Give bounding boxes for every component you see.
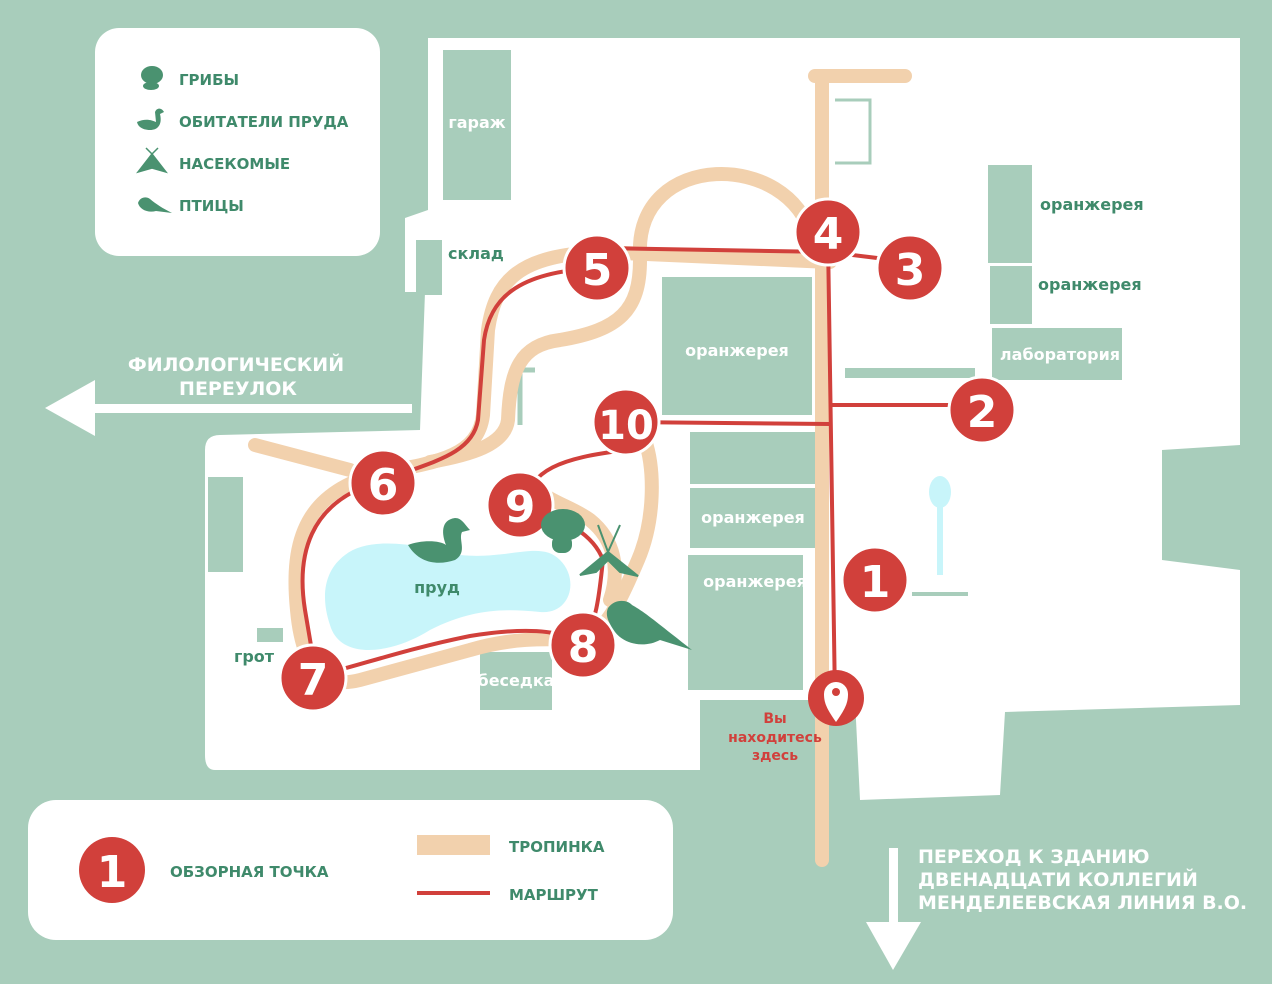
fountain — [912, 476, 968, 596]
bird-icon — [606, 600, 692, 650]
svg-text:3: 3 — [895, 245, 926, 296]
viewpoint-8[interactable]: 8 — [548, 610, 618, 680]
svg-text:ФИЛОЛОГИЧЕСКИЙ: ФИЛОЛОГИЧЕСКИЙ — [128, 353, 344, 376]
garage-building — [443, 50, 511, 200]
greenhouse-label: оранжерея — [701, 508, 805, 527]
svg-text:ПТИЦЫ: ПТИЦЫ — [179, 197, 244, 215]
svg-text:9: 9 — [505, 482, 536, 533]
legend-animals: ГРИБЫ ОБИТАТЕЛИ ПРУДА НАСЕКОМЫЕ ПТИЦЫ — [95, 28, 380, 256]
storage-label: склад — [448, 244, 504, 263]
greenhouse-label: оранжерея — [703, 572, 807, 591]
svg-text:МАРШРУТ: МАРШРУТ — [509, 886, 599, 904]
viewpoint-10[interactable]: 10 — [591, 387, 661, 457]
moth-icon — [579, 524, 639, 577]
svg-text:5: 5 — [582, 245, 613, 296]
duck-icon — [408, 518, 470, 563]
svg-text:8: 8 — [568, 622, 599, 673]
grotto-building — [257, 628, 283, 642]
pavilion-building — [480, 652, 552, 710]
greenhouse-building — [688, 555, 803, 690]
svg-text:ПЕРЕУЛОК: ПЕРЕУЛОК — [179, 378, 297, 400]
mushroom-icon — [141, 66, 163, 90]
greenhouse-building — [690, 432, 815, 484]
laboratory-label: лаборатория — [1000, 345, 1120, 364]
buildings — [208, 50, 1122, 710]
svg-text:ГРИБЫ: ГРИБЫ — [179, 71, 239, 89]
path-swatch — [417, 835, 490, 855]
svg-text:ОБИТАТЕЛИ ПРУДА: ОБИТАТЕЛИ ПРУДА — [179, 113, 349, 131]
svg-text:ТРОПИНКА: ТРОПИНКА — [509, 838, 605, 856]
small-structure — [835, 98, 872, 165]
greenhouse-building — [988, 165, 1032, 263]
grotto-label: грот — [234, 647, 275, 666]
svg-text:4: 4 — [813, 209, 844, 260]
west-exit: ФИЛОЛОГИЧЕСКИЙ ПЕРЕУЛОК — [45, 353, 412, 436]
storage-building — [416, 240, 442, 295]
south-exit: ПЕРЕХОД К ЗДАНИЮ ДВЕНАДЦАТИ КОЛЛЕГИЙ МЕН… — [866, 846, 1247, 970]
viewpoint-6[interactable]: 6 — [348, 448, 418, 518]
viewpoint-4[interactable]: 4 — [793, 197, 863, 267]
greenhouse-label: оранжерея — [1038, 275, 1142, 294]
svg-text:ДВЕНАДЦАТИ КОЛЛЕГИЙ: ДВЕНАДЦАТИ КОЛЛЕГИЙ — [918, 868, 1198, 891]
arrow-down-icon — [866, 922, 921, 970]
svg-text:МЕНДЕЛЕЕВСКАЯ ЛИНИЯ В.О.: МЕНДЕЛЕЕВСКАЯ ЛИНИЯ В.О. — [918, 892, 1247, 914]
greenhouse-building — [990, 266, 1032, 324]
arrow-left-icon — [45, 380, 95, 436]
garage-label: гараж — [448, 113, 505, 132]
viewpoint-9[interactable]: 9 — [485, 470, 555, 540]
legend-route: 1 ОБЗОРНАЯ ТОЧКА ТРОПИНКА МАРШРУТ — [28, 800, 673, 940]
svg-text:здесь: здесь — [752, 748, 798, 764]
viewpoint-7[interactable]: 7 — [278, 643, 348, 713]
mushroom-icon — [541, 509, 585, 553]
svg-text:1: 1 — [97, 847, 128, 898]
wall — [845, 368, 975, 378]
viewpoints: 1 2 3 4 5 6 7 8 9 10 — [278, 197, 1017, 713]
viewpoint-2[interactable]: 2 — [947, 375, 1017, 445]
greenhouse-building — [662, 277, 812, 415]
pond-label: пруд — [414, 578, 460, 597]
side-building — [208, 477, 243, 572]
svg-text:2: 2 — [967, 387, 998, 438]
pavilion-label: беседка — [478, 671, 555, 690]
svg-text:7: 7 — [298, 655, 329, 706]
greenhouse-label: оранжерея — [685, 341, 789, 360]
viewpoint-1[interactable]: 1 — [840, 545, 910, 615]
pond — [325, 543, 571, 650]
svg-text:1: 1 — [860, 557, 891, 608]
viewpoint-3[interactable]: 3 — [875, 233, 945, 303]
bird-icon — [138, 197, 172, 213]
svg-text:ОБЗОРНАЯ ТОЧКА: ОБЗОРНАЯ ТОЧКА — [170, 863, 329, 881]
laboratory-building — [992, 328, 1122, 380]
greenhouse-building — [690, 488, 815, 548]
svg-text:Вы: Вы — [763, 711, 786, 727]
duck-icon — [137, 108, 164, 130]
svg-text:НАСЕКОМЫЕ: НАСЕКОМЫЕ — [179, 155, 290, 173]
location-pin-icon — [824, 682, 848, 722]
svg-text:10: 10 — [598, 403, 654, 449]
route-swatch — [417, 891, 490, 895]
viewpoint-5[interactable]: 5 — [562, 233, 632, 303]
moth-icon — [135, 147, 169, 174]
you-are-here-marker: Вы находитесь здесь — [728, 670, 864, 764]
svg-text:6: 6 — [368, 460, 399, 511]
greenhouse-label: оранжерея — [1040, 195, 1144, 214]
svg-text:находитесь: находитесь — [728, 730, 822, 746]
svg-text:ПЕРЕХОД К ЗДАНИЮ: ПЕРЕХОД К ЗДАНИЮ — [918, 846, 1150, 868]
